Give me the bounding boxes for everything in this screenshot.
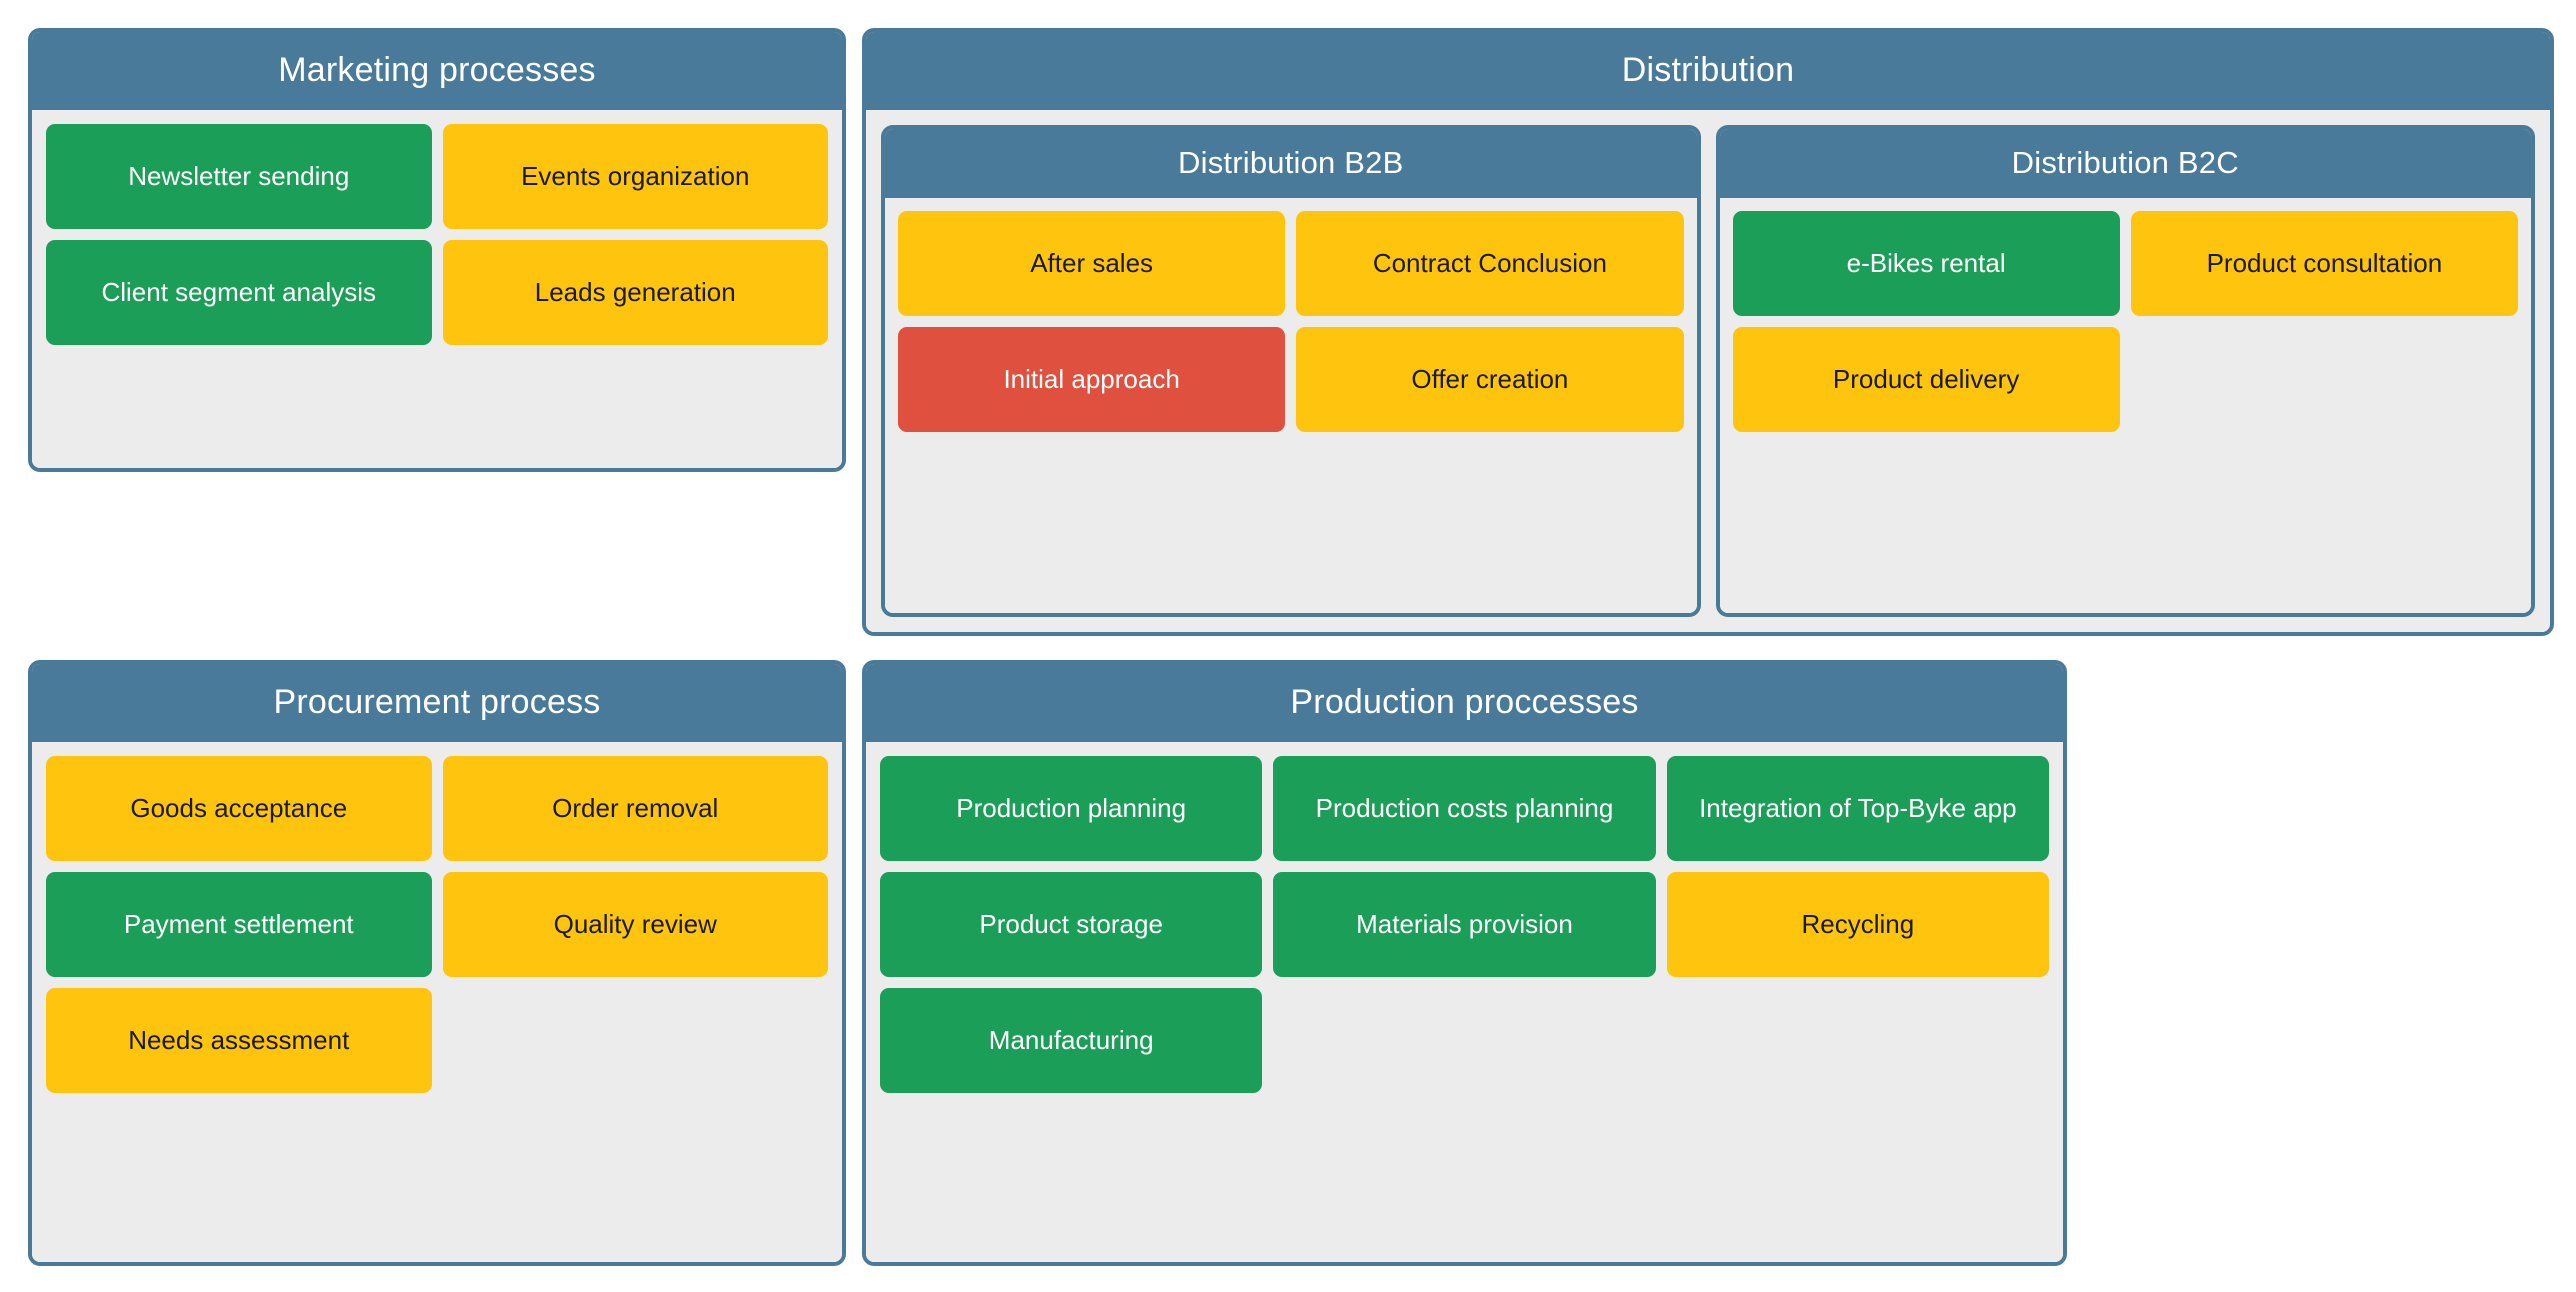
process-tile-production-planning[interactable]: Production planning [880,756,1263,861]
panel-distribution[interactable]: Distribution Distribution B2B After sale… [862,28,2554,636]
tile-grid-marketing: Newsletter sending Events organization C… [32,110,842,468]
process-tile-product-storage[interactable]: Product storage [880,872,1263,977]
panel-title-distribution: Distribution [866,32,2550,110]
process-tile-order-removal[interactable]: Order removal [442,756,828,861]
process-tile-newsletter-sending[interactable]: Newsletter sending [46,124,432,229]
process-tile-contract-conclusion[interactable]: Contract Conclusion [1296,211,1684,316]
process-tile-product-consultation[interactable]: Product consultation [2130,211,2518,316]
process-tile-manufacturing[interactable]: Manufacturing [880,988,1263,1093]
subpanel-title-distribution-b2c: Distribution B2C [1719,129,2531,198]
process-tile-initial-approach[interactable]: Initial approach [898,327,1286,432]
process-tile-client-segment-analysis[interactable]: Client segment analysis [46,240,432,345]
process-tile-after-sales[interactable]: After sales [898,211,1286,316]
process-tile-production-costs-planning[interactable]: Production costs planning [1273,756,1656,861]
process-tile-needs-assessment[interactable]: Needs assessment [46,988,432,1093]
subpanel-title-distribution-b2b: Distribution B2B [885,129,1697,198]
tile-grid-production: Production planning Production costs pla… [866,742,2063,1262]
panel-marketing-processes[interactable]: Marketing processes Newsletter sending E… [28,28,846,472]
process-tile-integration-top-byke-app[interactable]: Integration of Top-Byke app [1666,756,2049,861]
process-tile-quality-review[interactable]: Quality review [442,872,828,977]
process-tile-offer-creation[interactable]: Offer creation [1296,327,1684,432]
subpanel-distribution-b2c[interactable]: Distribution B2C e-Bikes rental Product … [1715,125,2535,617]
process-tile-recycling[interactable]: Recycling [1666,872,2049,977]
panel-title-marketing-processes: Marketing processes [32,32,842,110]
process-tile-leads-generation[interactable]: Leads generation [442,240,828,345]
process-tile-product-delivery[interactable]: Product delivery [1732,327,2120,432]
process-tile-payment-settlement[interactable]: Payment settlement [46,872,432,977]
subpanel-distribution-b2b[interactable]: Distribution B2B After sales Contract Co… [881,125,1701,617]
process-tile-events-organization[interactable]: Events organization [442,124,828,229]
tile-grid-distribution-b2c: e-Bikes rental Product consultation Prod… [1719,198,2531,613]
process-tile-goods-acceptance[interactable]: Goods acceptance [46,756,432,861]
tile-grid-procurement: Goods acceptance Order removal Payment s… [32,742,842,1262]
panel-procurement-process[interactable]: Procurement process Goods acceptance Ord… [28,660,846,1266]
process-tile-materials-provision[interactable]: Materials provision [1273,872,1656,977]
subpanel-container-distribution: Distribution B2B After sales Contract Co… [866,110,2550,632]
panel-production-processes[interactable]: Production proccesses Production plannin… [862,660,2067,1266]
tile-grid-distribution-b2b: After sales Contract Conclusion Initial … [885,198,1697,613]
panel-title-production-processes: Production proccesses [866,664,2063,742]
process-tile-ebikes-rental[interactable]: e-Bikes rental [1732,211,2120,316]
panel-title-procurement-process: Procurement process [32,664,842,742]
